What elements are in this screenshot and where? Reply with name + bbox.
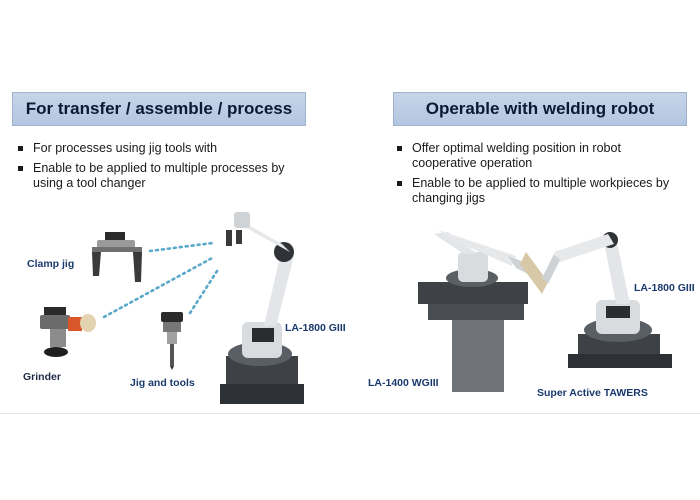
jig-tool-image [161, 312, 183, 370]
welding-robots-image [418, 230, 672, 392]
right-bullet-2: Enable to be applied to multiple workpie… [393, 176, 683, 206]
bullet-square-icon [397, 146, 402, 151]
bullet-square-icon [18, 166, 23, 171]
label-super-active-tawers: Super Active TAWERS [537, 387, 648, 399]
label-robot-la1800-right: LA-1800 GIII [634, 282, 695, 294]
connector-grinder [102, 255, 216, 319]
robot-la1800-left-image [220, 212, 304, 404]
bullet-square-icon [397, 181, 402, 186]
bullet-square-icon [18, 146, 23, 151]
label-robot-la1400: LA-1400 WGIII [368, 377, 439, 389]
connector-jig-tools [188, 266, 221, 315]
label-jig-and-tools: Jig and tools [130, 377, 195, 389]
right-panel-title: Operable with welding robot [393, 92, 687, 126]
right-bullet-list: Offer optimal welding position in robot … [393, 141, 683, 211]
label-grinder: Grinder [23, 371, 61, 383]
connector-clamp-jig [148, 241, 215, 253]
bottom-divider [0, 413, 700, 414]
label-robot-la1800-left: LA-1800 GIII [285, 322, 346, 334]
grinder-image [40, 307, 96, 357]
left-bullet-2: Enable to be applied to multiple process… [14, 161, 314, 191]
left-bullet-1: For processes using jig tools with [14, 141, 314, 156]
left-panel-title: For transfer / assemble / process [12, 92, 306, 126]
label-clamp-jig: Clamp jig [27, 258, 75, 270]
right-bullet-1: Offer optimal welding position in robot … [393, 141, 683, 171]
clamp-jig-image [92, 232, 142, 282]
left-bullet-list: For processes using jig tools with Enabl… [14, 141, 314, 196]
